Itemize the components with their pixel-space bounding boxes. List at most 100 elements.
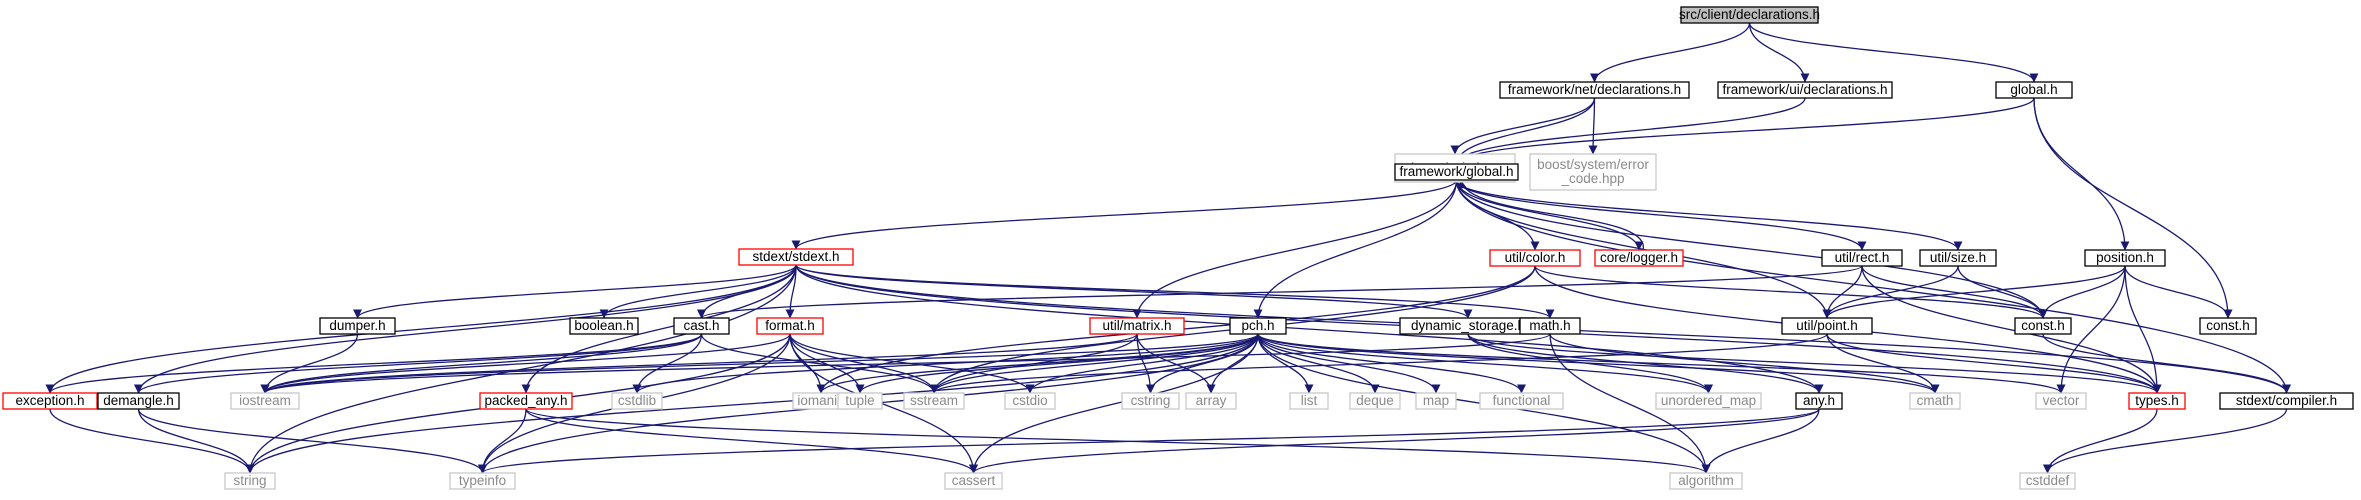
node-types[interactable]: types.h xyxy=(2128,392,2186,410)
node-box xyxy=(2128,392,2186,410)
node-box xyxy=(611,392,663,410)
node-size[interactable]: util/size.h xyxy=(1919,249,1997,267)
edge-net_decl-errcode xyxy=(1588,97,1598,155)
node-box xyxy=(2199,317,2257,335)
edge-stdext-boolean xyxy=(599,264,797,319)
node-box xyxy=(2084,249,2166,267)
edge-any-cassert xyxy=(969,408,1820,474)
edge-math-algorithm xyxy=(1549,333,1711,474)
node-packed-any[interactable]: packed_any.h xyxy=(479,392,573,410)
edge-demangle-typeinfo xyxy=(137,408,487,474)
node-label: util/size.h xyxy=(1930,250,1986,265)
node-box xyxy=(2014,317,2072,335)
node-const-a[interactable]: const.h xyxy=(2014,317,2072,335)
node-vector: vector xyxy=(2035,392,2087,410)
edge-types-cstddef xyxy=(2043,408,2158,474)
node-compiler[interactable]: stdext/compiler.h xyxy=(2219,392,2354,410)
node-position[interactable]: position.h xyxy=(2084,249,2166,267)
node-box xyxy=(1680,6,1819,24)
node-label: map xyxy=(1423,393,1449,408)
node-label: dumper.h xyxy=(329,318,385,333)
edge-cast-exception xyxy=(45,333,703,394)
edge-position-const_a xyxy=(2038,265,2126,319)
node-box xyxy=(944,472,1003,490)
edge-fw_global-const_a xyxy=(1455,179,2048,319)
node-box xyxy=(1669,472,1743,490)
node-box xyxy=(1995,81,2073,99)
node-box xyxy=(1489,249,1581,267)
edge-exception-string xyxy=(49,408,255,474)
node-label: src/client/declarations.h xyxy=(1679,7,1820,22)
edge-root-global xyxy=(1748,22,2039,83)
node-label: cmath xyxy=(1917,393,1954,408)
node-label: cassert xyxy=(952,473,996,488)
node-label: cstddef xyxy=(2026,473,2070,488)
node-global[interactable]: global.h xyxy=(1995,81,2073,99)
node-label: math.h xyxy=(1529,318,1570,333)
node-fw-global[interactable]: framework/global.h xyxy=(1394,163,1519,181)
edge-global-fw_global xyxy=(1452,97,2035,165)
edge-position-types xyxy=(2124,265,2162,394)
node-label: list xyxy=(1301,393,1318,408)
node-format[interactable]: format.h xyxy=(756,317,824,335)
edge-dynstore-unordered_map xyxy=(1467,333,1713,394)
node-box xyxy=(837,392,883,410)
node-label: dynamic_storage.h xyxy=(1411,318,1525,333)
node-matrix[interactable]: util/matrix.h xyxy=(1089,317,1185,335)
node-box xyxy=(1499,81,1690,99)
node-boolean[interactable]: boolean.h xyxy=(569,317,639,335)
node-label: const.h xyxy=(2206,318,2250,333)
node-ui-decl[interactable]: framework/ui/declarations.h xyxy=(1717,81,1893,99)
node-math[interactable]: math.h xyxy=(1519,317,1581,335)
edge-format-iostream xyxy=(260,333,791,394)
edge-pch-iomanip xyxy=(816,333,1259,394)
edge-fw_global-pch xyxy=(1253,179,1458,319)
edge-rect-types xyxy=(1861,265,2162,394)
node-net-decl[interactable]: framework/net/declarations.h xyxy=(1499,81,1690,99)
node-box xyxy=(2035,392,2087,410)
node-label: packed_any.h xyxy=(484,393,567,408)
node-label: core/logger.h xyxy=(1600,250,1678,265)
edge-fw_global-rect xyxy=(1455,179,1867,251)
edge-fw_global-stdext xyxy=(791,179,1458,250)
edge-format-tuple xyxy=(789,333,865,394)
node-logger[interactable]: core/logger.h xyxy=(1594,249,1684,267)
node-root[interactable]: src/client/declarations.h xyxy=(1679,6,1820,24)
node-rect[interactable]: util/rect.h xyxy=(1821,249,1903,267)
edge-const_a-compiler xyxy=(2042,333,2291,394)
node-box xyxy=(1795,392,1843,410)
node-dynstore[interactable]: dynamic_storage.h xyxy=(1399,317,1537,335)
node-dumper[interactable]: dumper.h xyxy=(319,317,396,335)
node-point[interactable]: util/point.h xyxy=(1781,317,1873,335)
node-box xyxy=(1185,392,1237,410)
node-stdext[interactable]: stdext/stdext.h xyxy=(738,248,854,266)
node-label: cast.h xyxy=(683,318,719,333)
node-box xyxy=(1717,81,1893,99)
edge-pch-iostream xyxy=(260,333,1259,394)
node-deque: deque xyxy=(1349,392,1401,410)
node-box xyxy=(1529,153,1657,191)
node-box xyxy=(1089,317,1185,335)
node-functional: functional xyxy=(1479,392,1564,410)
node-const-b[interactable]: const.h xyxy=(2199,317,2257,335)
edge-stdext-any xyxy=(795,264,1824,394)
node-cmath: cmath xyxy=(1909,392,1961,410)
node-sstream: sstream xyxy=(903,392,965,410)
node-any[interactable]: any.h xyxy=(1795,392,1843,410)
node-label: functional xyxy=(1493,393,1551,408)
node-demangle[interactable]: demangle.h xyxy=(97,392,180,410)
node-exception[interactable]: exception.h xyxy=(2,392,98,410)
node-color[interactable]: util/color.h xyxy=(1489,249,1581,267)
node-label: unordered_map xyxy=(1661,393,1756,408)
edge-pch-unordered_map xyxy=(1257,333,1713,394)
node-box xyxy=(1594,249,1684,267)
node-box xyxy=(756,317,824,335)
edge-pch-vector xyxy=(1257,333,2066,394)
node-label: util/rect.h xyxy=(1835,250,1890,265)
node-cast[interactable]: cast.h xyxy=(673,317,730,335)
node-label: util/point.h xyxy=(1796,318,1858,333)
node-pch[interactable]: pch.h xyxy=(1229,317,1287,335)
node-box xyxy=(1004,392,1056,410)
node-label: global.h xyxy=(2010,82,2057,97)
node-label: deque xyxy=(1356,393,1394,408)
